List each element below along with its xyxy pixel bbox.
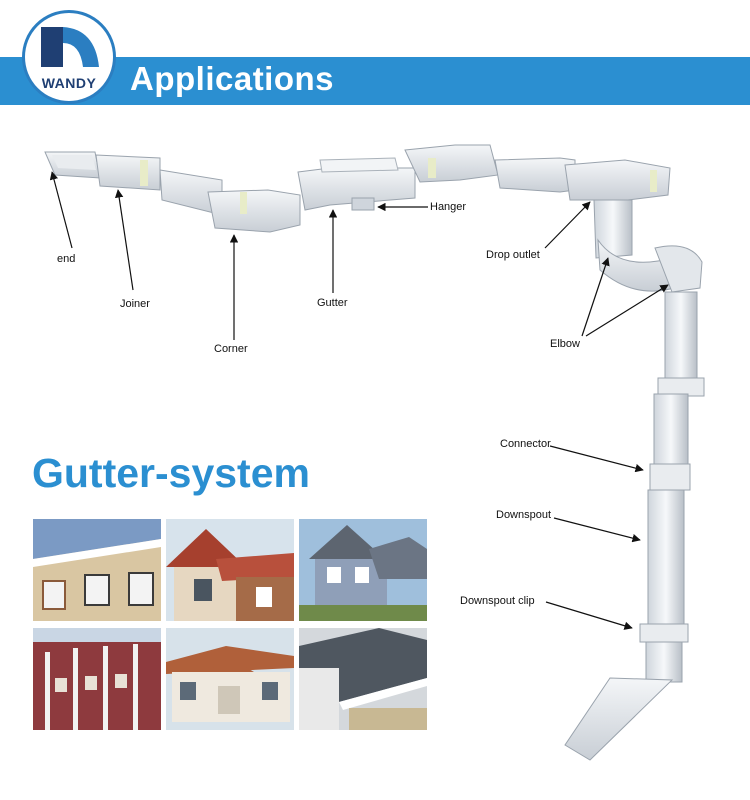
- gutter-run: [44, 144, 671, 233]
- gutter-far-corner: [404, 144, 499, 183]
- house-photo-1: [33, 519, 161, 621]
- label-elbow: Elbow: [550, 338, 580, 350]
- label-downspout-clip: Downspout clip: [460, 595, 535, 607]
- gutter-corner-segment: [207, 189, 301, 233]
- downspout-middle: [653, 393, 689, 465]
- hanger-bracket: [351, 197, 375, 211]
- house-photo-3: [299, 519, 427, 621]
- logo-text: WANDY: [41, 75, 97, 91]
- label-connector: Connector: [500, 438, 551, 450]
- gutter-right-end: [564, 159, 671, 201]
- label-end: end: [57, 253, 76, 265]
- section-title: Gutter-system: [32, 450, 310, 496]
- label-corner: Corner: [214, 343, 248, 355]
- label-joiner: Joiner: [120, 298, 150, 310]
- drop-outlet: [593, 199, 633, 259]
- page-title: Applications: [130, 60, 335, 97]
- gutter-joiner-segment: [95, 154, 161, 191]
- gutter-right-segment: [494, 157, 576, 193]
- logo-mark-icon: [41, 27, 99, 67]
- downspout-assembly: [564, 291, 705, 761]
- downspout-shoe: [564, 677, 674, 761]
- drop-outlet-assembly: [593, 199, 703, 293]
- house-photo-2: [166, 519, 294, 621]
- connector-piece: [649, 463, 691, 491]
- house-photo-6: [299, 628, 427, 730]
- downspout-lower: [647, 489, 685, 625]
- label-drop-outlet: Drop outlet: [486, 249, 540, 261]
- downspout-clip-piece: [639, 623, 689, 643]
- label-hanger: Hanger: [430, 201, 467, 213]
- label-arrows: [49, 171, 669, 630]
- downspout-upper: [664, 291, 698, 381]
- house-photo-5: [166, 628, 294, 730]
- label-gutter: Gutter: [317, 297, 348, 309]
- wandy-logo: WANDY: [22, 10, 116, 104]
- label-downspout: Downspout: [496, 509, 552, 521]
- house-photo-4: [33, 628, 161, 730]
- pipe-clip-1: [657, 377, 705, 397]
- header-banner: [0, 57, 750, 105]
